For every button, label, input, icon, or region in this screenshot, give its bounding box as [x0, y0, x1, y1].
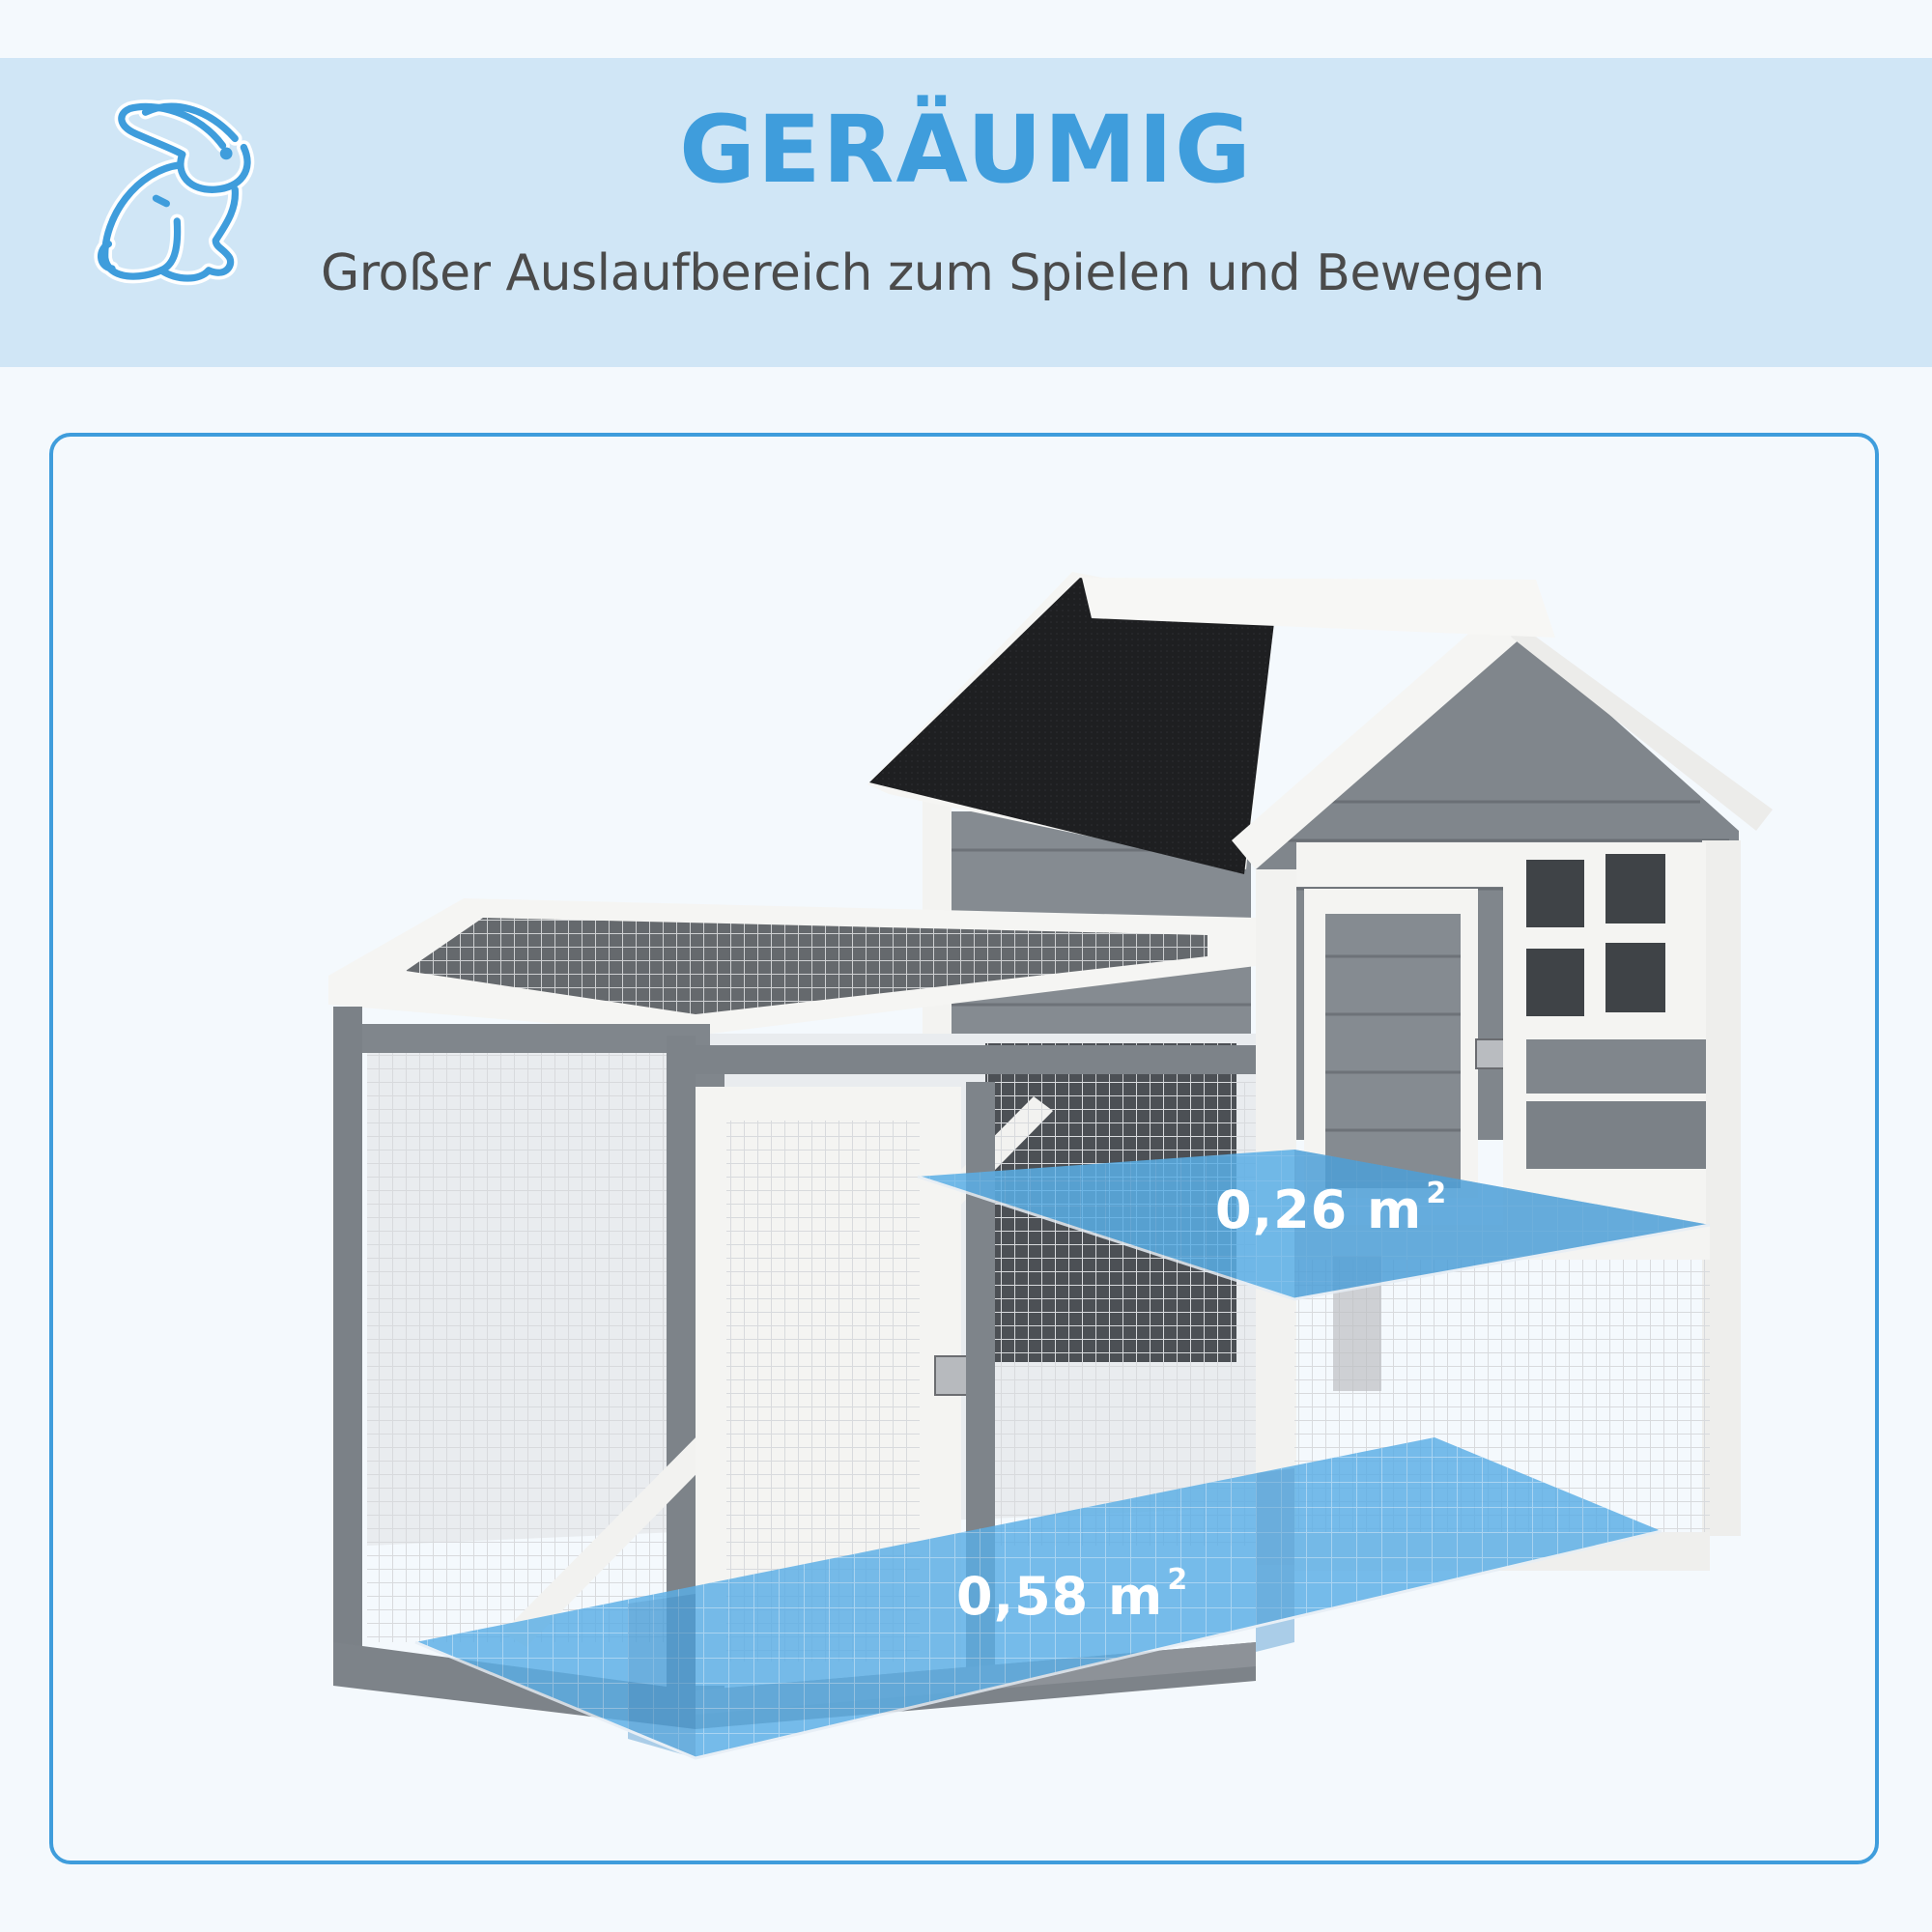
page-subtitle: Großer Auslaufbereich zum Spielen und Be… — [321, 244, 1545, 302]
area-unit-lower: m — [1108, 1566, 1164, 1627]
area-exponent-lower: 2 — [1167, 1563, 1189, 1597]
area-overlay-lower — [414, 1437, 1662, 1760]
area-value-upper: 0,26 — [1215, 1179, 1349, 1240]
rabbit-icon — [94, 99, 255, 286]
header-banner — [0, 58, 1932, 367]
area-value-lower: 0,58 — [956, 1566, 1090, 1627]
hutch-house — [867, 572, 1773, 1571]
page-title: GERÄUMIG — [679, 96, 1253, 204]
hutch-run — [328, 898, 1256, 1729]
area-exponent-upper: 2 — [1426, 1177, 1448, 1210]
area-unit-upper: m — [1367, 1179, 1423, 1240]
area-overlay-upper — [917, 1150, 1711, 1301]
